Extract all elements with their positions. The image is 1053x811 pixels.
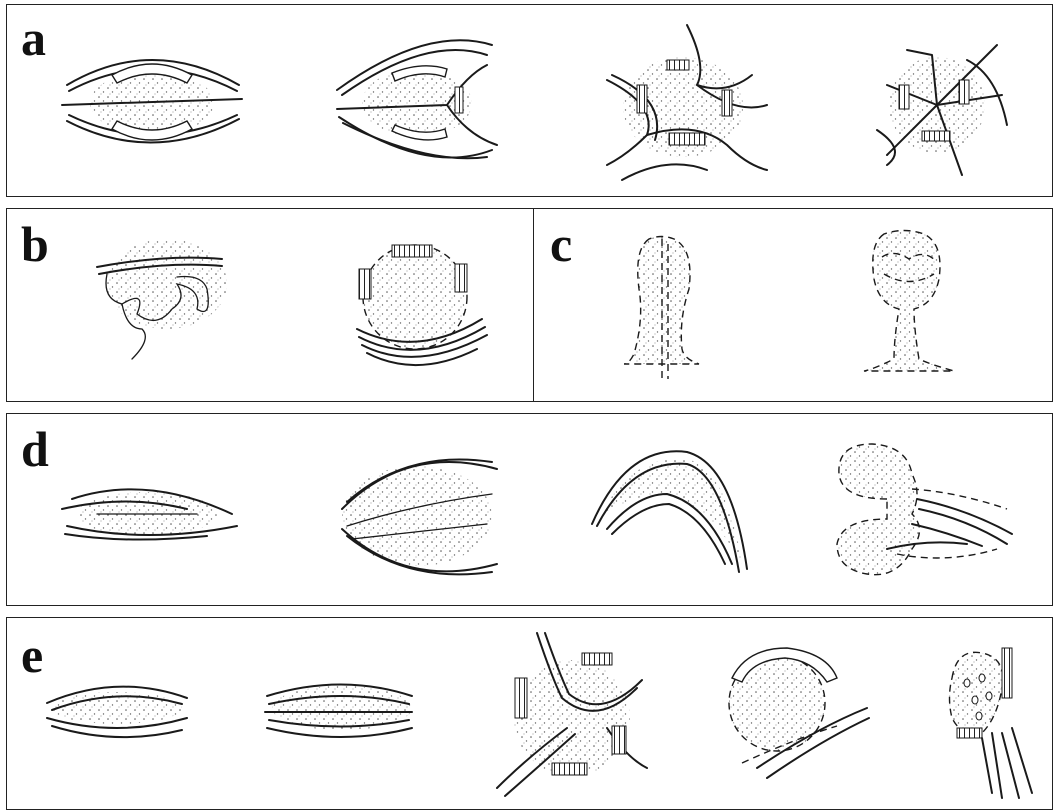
- panel-c: c: [533, 208, 1053, 402]
- d2-drawing: [342, 459, 497, 574]
- b2-drawing: [357, 245, 487, 365]
- panel-c-drawings: [534, 209, 1053, 403]
- panel-d-drawings: [7, 414, 1053, 607]
- e5-drawing: [950, 648, 1033, 798]
- d3-drawing: [592, 451, 747, 572]
- panel-d: d: [6, 413, 1053, 606]
- c2-drawing: [864, 231, 954, 372]
- b1-drawing: [97, 239, 227, 359]
- e1-drawing: [47, 687, 187, 737]
- c1-drawing: [624, 237, 699, 380]
- a3-drawing: [607, 25, 767, 180]
- panel-e: e: [6, 617, 1053, 810]
- panel-e-drawings: [7, 618, 1053, 811]
- e2-drawing: [265, 685, 412, 738]
- e4-drawing: [729, 648, 869, 778]
- panel-a: a: [6, 4, 1053, 197]
- a1-drawing: [62, 60, 242, 143]
- panel-b: b: [6, 208, 534, 402]
- d1-drawing: [62, 489, 237, 539]
- a4-drawing: [877, 45, 1007, 175]
- panel-b-drawings: [7, 209, 535, 403]
- a2-drawing: [337, 40, 497, 158]
- e3-drawing: [497, 633, 647, 796]
- d4-drawing: [837, 444, 1012, 575]
- panel-a-drawings: [7, 5, 1053, 198]
